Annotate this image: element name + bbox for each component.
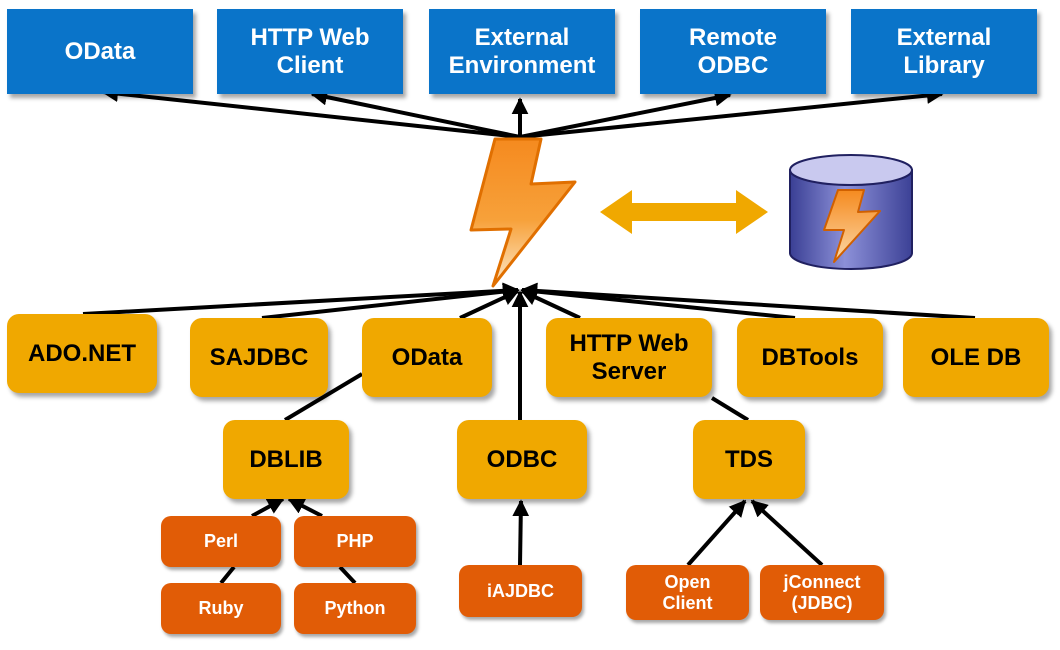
edge-hub-odata-target <box>101 85 521 139</box>
odata-box: OData <box>362 318 492 397</box>
plain-connector-edges <box>219 372 750 585</box>
edge-ado-net-hub <box>82 282 520 316</box>
edge-hub-remote-odbc <box>519 89 732 139</box>
edge-iajdbc-odbc <box>512 499 530 566</box>
edge-perl-dblib <box>251 497 285 518</box>
external-library-box: External Library <box>851 9 1037 94</box>
odbc-box: ODBC <box>457 420 587 499</box>
ole-db-box: OLE DB <box>903 318 1049 397</box>
sajdbc-box: SAJDBC <box>190 318 328 397</box>
dbtools-box: DBTools <box>737 318 883 397</box>
edge-dblib-odata <box>283 372 364 422</box>
edge-php-dblib <box>287 497 323 518</box>
edge-sajdbc-hub <box>261 283 520 320</box>
edge-php-python <box>338 565 357 585</box>
client-to-mid-edges <box>251 497 824 567</box>
ruby-box: Ruby <box>161 583 281 634</box>
remote-odbc-box: Remote ODBC <box>640 9 826 94</box>
python-box: Python <box>294 583 416 634</box>
php-box: PHP <box>294 516 416 567</box>
ado-net-box: ADO.NET <box>7 314 157 393</box>
edge-hub-http-web-client <box>310 88 521 139</box>
dblib-box: DBLIB <box>223 420 349 499</box>
lightning-bolt-icon <box>469 137 577 288</box>
http-web-client-box: HTTP Web Client <box>217 9 403 94</box>
external-environment-box: External Environment <box>429 9 615 94</box>
edge-odata-hub <box>459 289 520 320</box>
tds-box: TDS <box>693 420 805 499</box>
open-client-box: Open Client <box>626 565 749 620</box>
jconnect-box: jConnect (JDBC) <box>760 565 884 620</box>
edge-jconnect-tds <box>750 499 824 567</box>
edge-ole-db-hub <box>520 282 976 320</box>
double-headed-arrow-icon <box>600 190 768 234</box>
edge-tds-http-web-server <box>710 396 750 422</box>
edge-hub-external-library <box>519 87 944 139</box>
interface-to-hub-edges <box>82 282 976 420</box>
database-cylinder-icon <box>789 154 913 270</box>
perl-box: Perl <box>161 516 281 567</box>
http-web-server-box: HTTP Web Server <box>546 318 712 397</box>
iajdbc-box: iAJDBC <box>459 565 582 617</box>
edge-open-client-tds <box>686 499 747 567</box>
odata-target-box: OData <box>7 9 193 94</box>
hub-to-top-edges <box>101 85 944 139</box>
edge-perl-ruby <box>219 565 236 585</box>
